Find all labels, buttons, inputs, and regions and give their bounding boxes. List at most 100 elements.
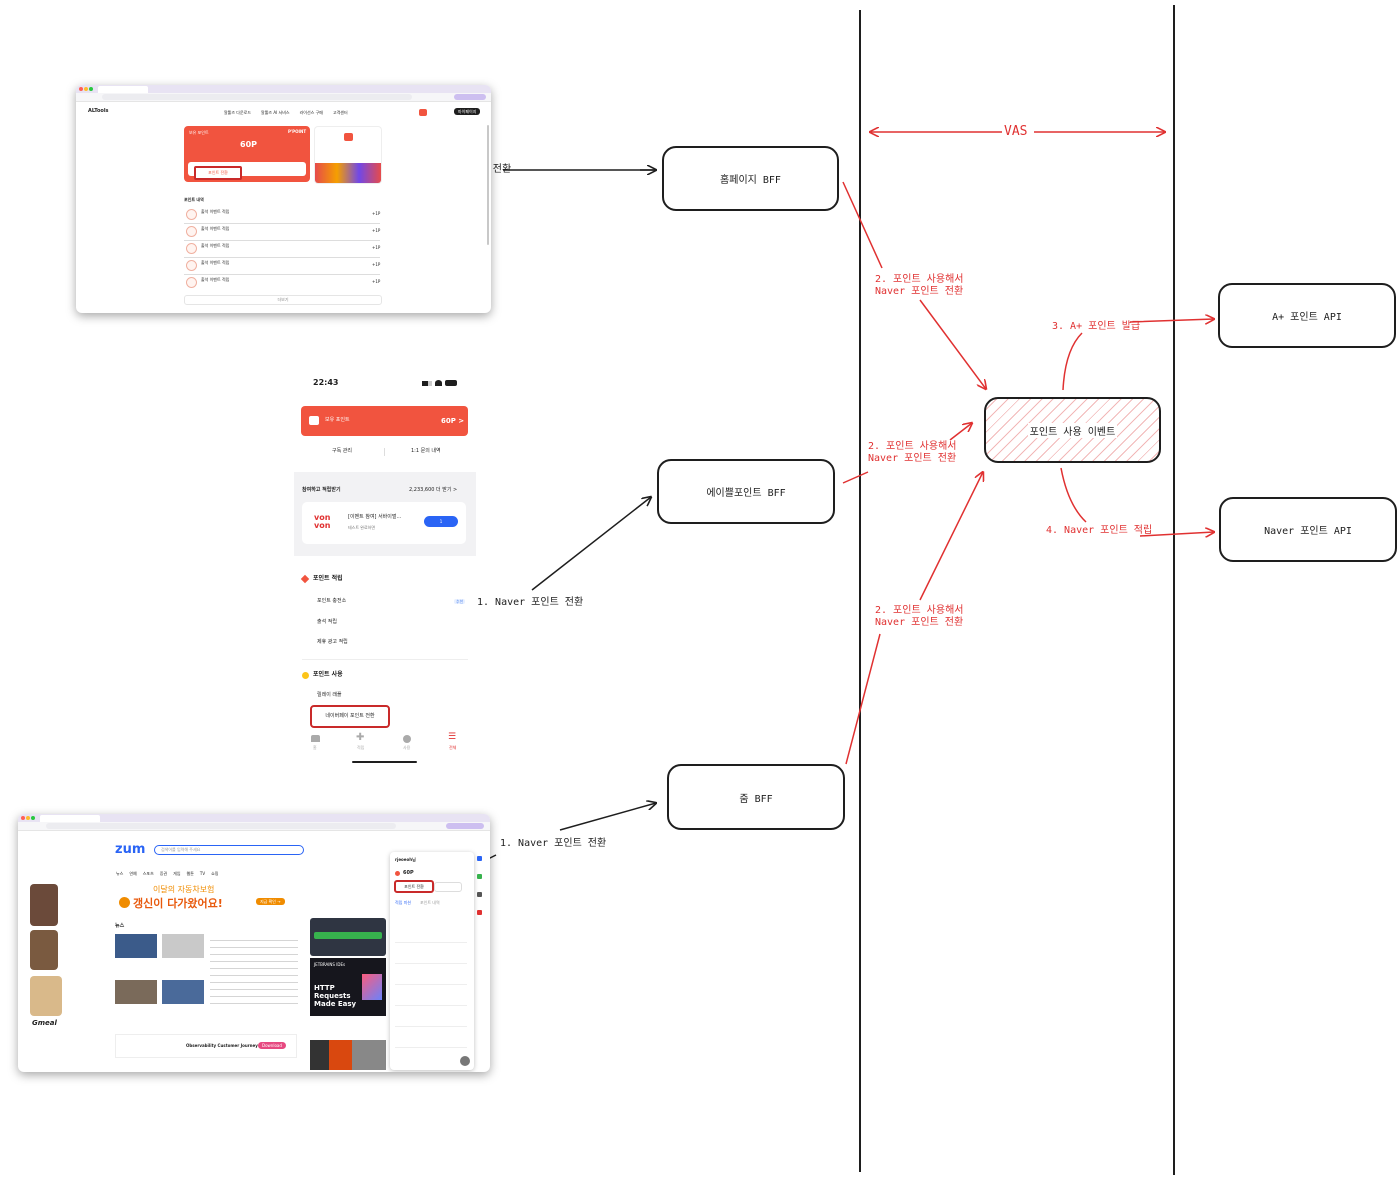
points-banner[interactable]: 보유 포인트 60P >	[301, 406, 468, 436]
history-item: 출석 이벤트 적립	[201, 226, 230, 231]
points-banner-label: 보유 포인트	[325, 417, 350, 423]
browser-address-bar[interactable]	[18, 822, 490, 831]
zum-nav-item[interactable]: TV	[199, 871, 206, 876]
zum-bff-label: 줌 BFF	[739, 793, 773, 805]
zum-side-icons	[476, 852, 484, 932]
zum-logo[interactable]: zum	[115, 842, 146, 857]
inquiry-link[interactable]: 1:1 문의 내역	[411, 448, 441, 454]
vonvon-card[interactable]: von von [이벤트 참여] 서바이벌... 테스트 완료하면 1	[302, 502, 466, 544]
zum-search-input[interactable]: 검색어를 입력해 주세요	[154, 845, 304, 855]
close-icon[interactable]	[460, 1056, 470, 1066]
points-card: 보유 포인트 P'POINT 60P 포인트 전환	[184, 126, 310, 182]
insurance-ad-button[interactable]: 지금 확인 →	[256, 898, 285, 905]
food-ad-image[interactable]	[30, 976, 62, 1016]
news-image[interactable]	[162, 980, 204, 1004]
observability-ad[interactable]: Observability Customer Journey Download	[115, 1034, 297, 1058]
zum-nav-item[interactable]: 뉴스	[116, 871, 124, 876]
zum-nav-item[interactable]: 게임	[173, 871, 181, 876]
zum-nav-item[interactable]: 웹툰	[186, 871, 194, 876]
vonvon-button[interactable]: 1	[424, 516, 458, 527]
zum-tab-history[interactable]: 포인트 내역	[420, 900, 440, 905]
more-button[interactable]: 더보기	[184, 295, 382, 305]
zum-user-name: rjeoeoh님	[395, 857, 416, 862]
earn-item[interactable]: 출석 적립	[317, 619, 337, 625]
zum-convert-button[interactable]: 포인트 전환	[394, 880, 434, 893]
plus-icon: ✚	[356, 732, 365, 743]
insurance-ad[interactable]: 이달의 자동차보험 갱신이 다가왔어요! 지금 확인 →	[115, 884, 301, 914]
nav-item[interactable]: 라이선스 구매	[299, 110, 323, 115]
edge-label-homepage-event-2: Naver 포인트 전환	[875, 286, 964, 297]
arrow-zum-bff-to-event	[845, 472, 983, 765]
bottom-tab-bar: 홈 ✚ 적립 사용 ☰ 전체	[294, 732, 476, 756]
nav-item[interactable]: 알툴즈 AI 서비스	[261, 110, 290, 115]
history-value: +1P	[372, 245, 381, 250]
clock-icon	[119, 897, 130, 908]
sparkle-icon	[300, 574, 310, 584]
scrollbar[interactable]	[487, 125, 489, 245]
news-label: 뉴스	[115, 923, 125, 929]
tab-use[interactable]: 사용	[403, 745, 411, 750]
browser-tab-bar	[18, 814, 490, 822]
history-title: 포인트 내역	[184, 197, 204, 202]
use-icon	[403, 735, 411, 743]
arrow-homepage-bff-to-event	[842, 181, 986, 389]
altools-logo[interactable]: ALTools	[88, 108, 109, 114]
insurance-ad-title: 이달의 자동차보험	[153, 885, 215, 894]
food-ad-image[interactable]	[30, 930, 58, 970]
zum-nav-item[interactable]: 증권	[159, 871, 168, 876]
points-icon	[395, 871, 400, 876]
nav-item[interactable]: 알툴즈 다운로드	[224, 110, 252, 115]
observability-ad-button[interactable]: Download	[258, 1042, 286, 1049]
menu-icon: ☰	[448, 732, 457, 742]
aplus-point-api-box: A+ 포인트 API	[1218, 283, 1396, 348]
zum-nav-item[interactable]: 쇼핑	[211, 871, 219, 876]
zum-tab-missions[interactable]: 적립 미션	[395, 900, 411, 905]
jetbrains-ad[interactable]: JETBRAINS IDEs HTTP Requests Made Easy	[310, 958, 386, 1016]
points-banner-value: 60P >	[441, 417, 465, 425]
nav-item[interactable]: 고객센터	[332, 110, 348, 115]
naver-point-api-box: Naver 포인트 API	[1219, 497, 1397, 562]
shopping-images[interactable]	[310, 1040, 386, 1070]
edge-label-aplus: 3. A+ 포인트 발급	[1052, 321, 1141, 332]
tab-earn[interactable]: 적립	[357, 745, 365, 750]
zum-nav: 뉴스 연예 스포츠 증권 게임 웹툰 TV 쇼핑	[116, 871, 218, 876]
use-item[interactable]: 릴레이 래플	[317, 692, 342, 698]
mypage-button[interactable]: 마이페이지	[454, 108, 481, 115]
earn-item[interactable]: 포인트 충전소	[317, 598, 347, 604]
news-image[interactable]	[162, 934, 204, 958]
zum-mission-list[interactable]	[395, 922, 467, 1062]
tab-all[interactable]: 전체	[449, 745, 457, 750]
naver-point-api-label: Naver 포인트 API	[1264, 526, 1352, 537]
earn-section-amount[interactable]: 2,233,600 더 받기 >	[409, 487, 458, 493]
edge-label-app: 1. Naver 포인트 전환	[477, 597, 584, 608]
coin-icon	[302, 672, 309, 679]
earn-section: 참여하고 적립받기 2,233,600 더 받기 > von von [이벤트 …	[294, 472, 476, 556]
status-icons	[422, 379, 458, 386]
tab-home[interactable]: 홈	[313, 745, 317, 750]
zum-nav-item[interactable]: 스포츠	[142, 871, 154, 876]
points-card-header: 보유 포인트	[189, 130, 209, 135]
arrow-event-to-naver-api	[1060, 467, 1214, 536]
insurance-ad-headline: 갱신이 다가왔어요!	[133, 897, 223, 910]
apple-point-bff-box: 에이쁠포인트 BFF	[657, 459, 835, 524]
food-ad-image[interactable]	[30, 884, 58, 926]
convert-points-button[interactable]: 포인트 전환	[194, 166, 242, 180]
edge-label-naver: 4. Naver 포인트 적립	[1046, 525, 1153, 536]
subscription-link[interactable]: 구독 관리	[332, 448, 352, 454]
browser-address-bar[interactable]	[76, 93, 491, 102]
observability-ad-title: Observability Customer Journey	[186, 1043, 258, 1048]
vas-label: VAS	[1004, 124, 1028, 139]
history-item: 출석 이벤트 적립	[201, 277, 230, 282]
news-image[interactable]	[115, 980, 157, 1004]
naverpay-convert-item[interactable]: 네이버페이 포인트 전환	[310, 705, 390, 728]
earn-item[interactable]: 제휴 광고 적립	[317, 639, 348, 645]
vonvon-sub: 테스트 완료하면	[348, 525, 376, 530]
history-item: 출석 이벤트 적립	[201, 243, 230, 248]
news-list[interactable]	[210, 934, 298, 1004]
zum-nav-item[interactable]: 연예	[129, 871, 137, 876]
arrow-apple-bff-to-event	[842, 423, 972, 484]
recommend-badge: 추천	[454, 599, 466, 604]
news-image[interactable]	[115, 934, 157, 958]
homepage-bff-label: 홈페이지 BFF	[720, 175, 781, 186]
